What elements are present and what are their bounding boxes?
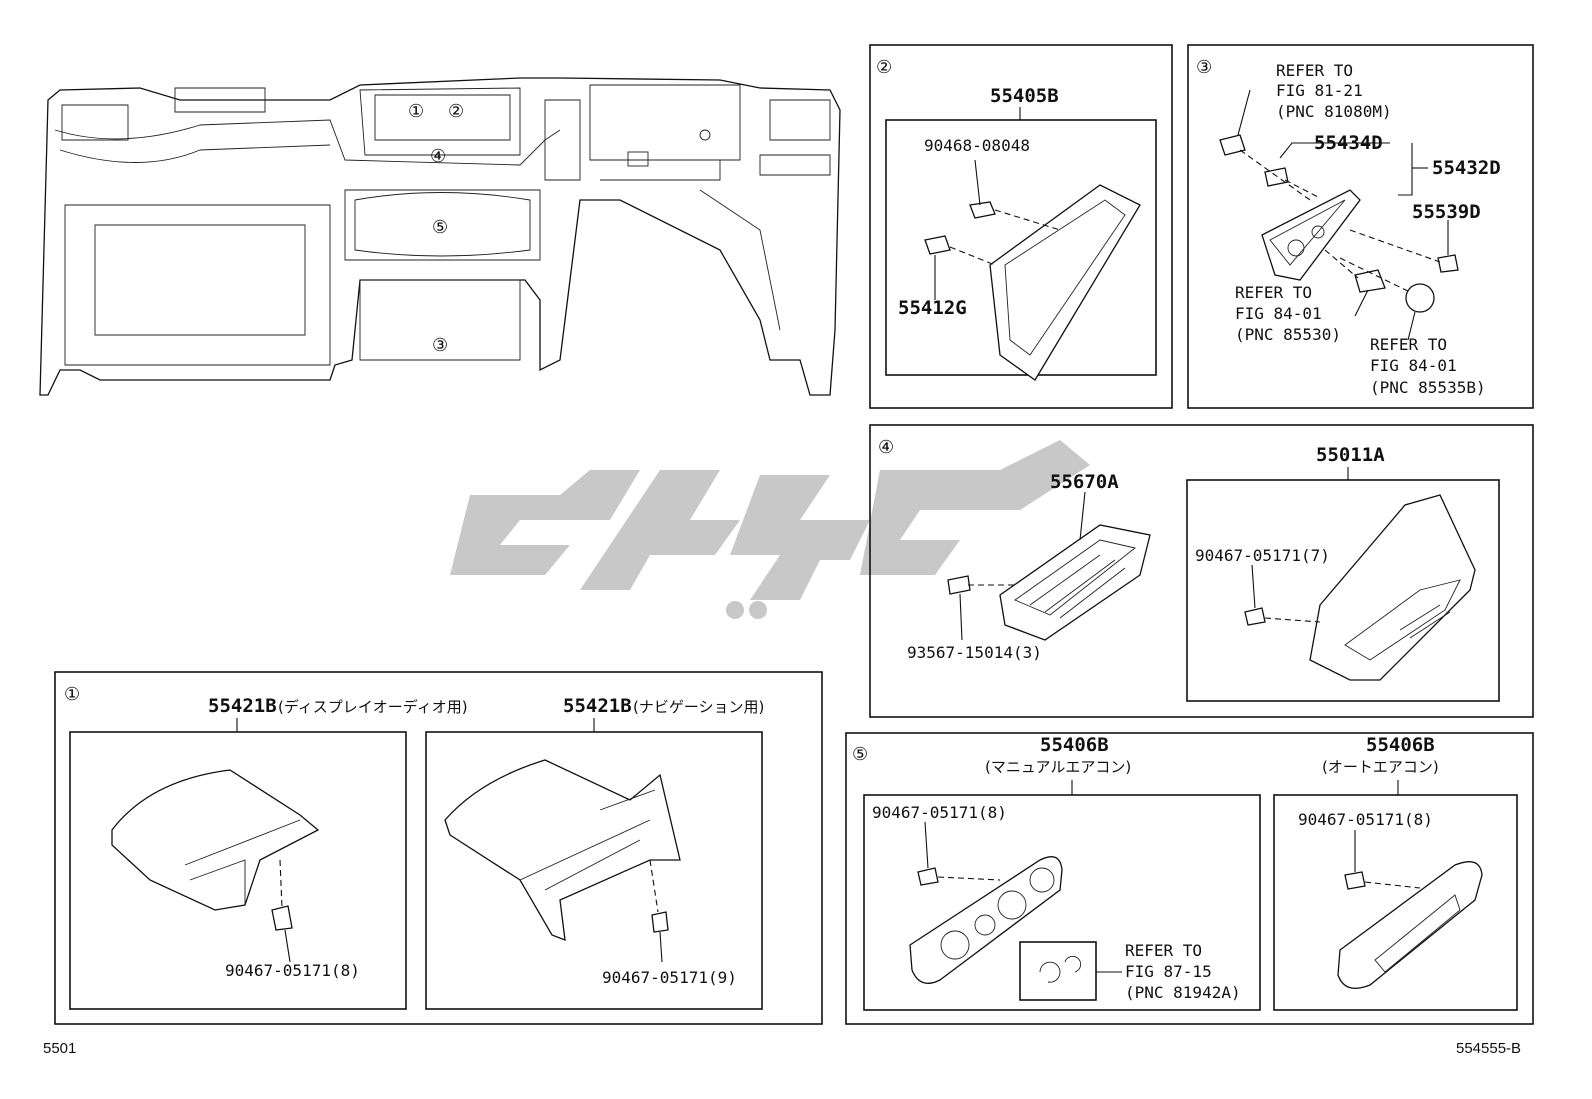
panel-5-refer-line1: REFER TO (1125, 941, 1202, 960)
dashboard-overview (39, 77, 841, 396)
panel-5-left-clip: 90467-05171(8) (872, 803, 1007, 822)
panel-4-clip: 90467-05171(7) (1195, 546, 1330, 565)
panel-5-right-part: 55406B (1366, 734, 1435, 756)
refer-b-line3: (PNC 85530) (1235, 325, 1341, 344)
panel-2-index: ② (876, 57, 892, 78)
refer-c-line1: REFER TO (1370, 335, 1447, 354)
overview-callout-5: ⑤ (432, 217, 448, 238)
refer-a-line1: REFER TO (1276, 61, 1353, 80)
panel-3-part-b: 55432D (1432, 157, 1501, 179)
refer-a-line2: FIG 81-21 (1276, 81, 1363, 100)
overview-callout-2: ② (448, 101, 464, 122)
overview-callout-1: ① (408, 101, 424, 122)
panel-1-right-note: (ナビゲーション用) (633, 698, 764, 716)
panel-4-main-part-a: 55670A (1050, 471, 1119, 493)
panel-5-refer-line2: FIG 87-15 (1125, 962, 1212, 981)
refer-b-line1: REFER TO (1235, 283, 1312, 302)
refer-c-line2: FIG 84-01 (1370, 356, 1457, 375)
panel-5 (845, 732, 1534, 1025)
panel-2-main-part: 55405B (990, 85, 1059, 107)
panel-1-left-note: (ディスプレイオーディオ用) (278, 698, 468, 716)
panel-3-index: ③ (1196, 57, 1212, 78)
panel-1-left-part: 55421B (208, 695, 277, 717)
overview-callout-3: ③ (432, 335, 448, 356)
panel-2 (869, 44, 1173, 409)
panel-5-left-note: (マニュアルエアコン) (985, 758, 1131, 776)
panel-5-refer-line3: (PNC 81942A) (1125, 983, 1241, 1002)
panel-2-part-a: 90468-08048 (924, 136, 1030, 155)
panel-3-part-a: 55434D (1314, 132, 1383, 154)
footer-right-code: 554555-B (1456, 1040, 1521, 1057)
refer-b-line2: FIG 84-01 (1235, 304, 1322, 323)
panel-1-right-part: 55421B (563, 695, 632, 717)
overview-callout-4: ④ (430, 146, 446, 167)
footer-left-code: 5501 (43, 1040, 76, 1057)
watermark-logo (450, 440, 1090, 619)
panel-4 (869, 424, 1534, 718)
panel-4-main-part-b: 55011A (1316, 444, 1385, 466)
panel-3-part-c: 55539D (1412, 201, 1481, 223)
refer-c-line3: (PNC 85535B) (1370, 378, 1486, 397)
panel-4-screw: 93567-15014(3) (907, 643, 1042, 662)
panel-4-index: ④ (878, 437, 894, 458)
panel-5-right-clip: 90467-05171(8) (1298, 810, 1433, 829)
panel-1-index: ① (64, 684, 80, 705)
panel-1-left-clip: 90467-05171(8) (225, 961, 360, 980)
panel-1 (54, 671, 823, 1025)
panel-5-left-part: 55406B (1040, 734, 1109, 756)
refer-a-line3: (PNC 81080M) (1276, 102, 1392, 121)
panel-5-index: ⑤ (852, 744, 868, 765)
panel-2-part-b: 55412G (898, 297, 967, 319)
panel-1-right-clip: 90467-05171(9) (602, 968, 737, 987)
panel-3 (1187, 44, 1534, 409)
panel-5-right-note: (オートエアコン) (1322, 758, 1439, 776)
